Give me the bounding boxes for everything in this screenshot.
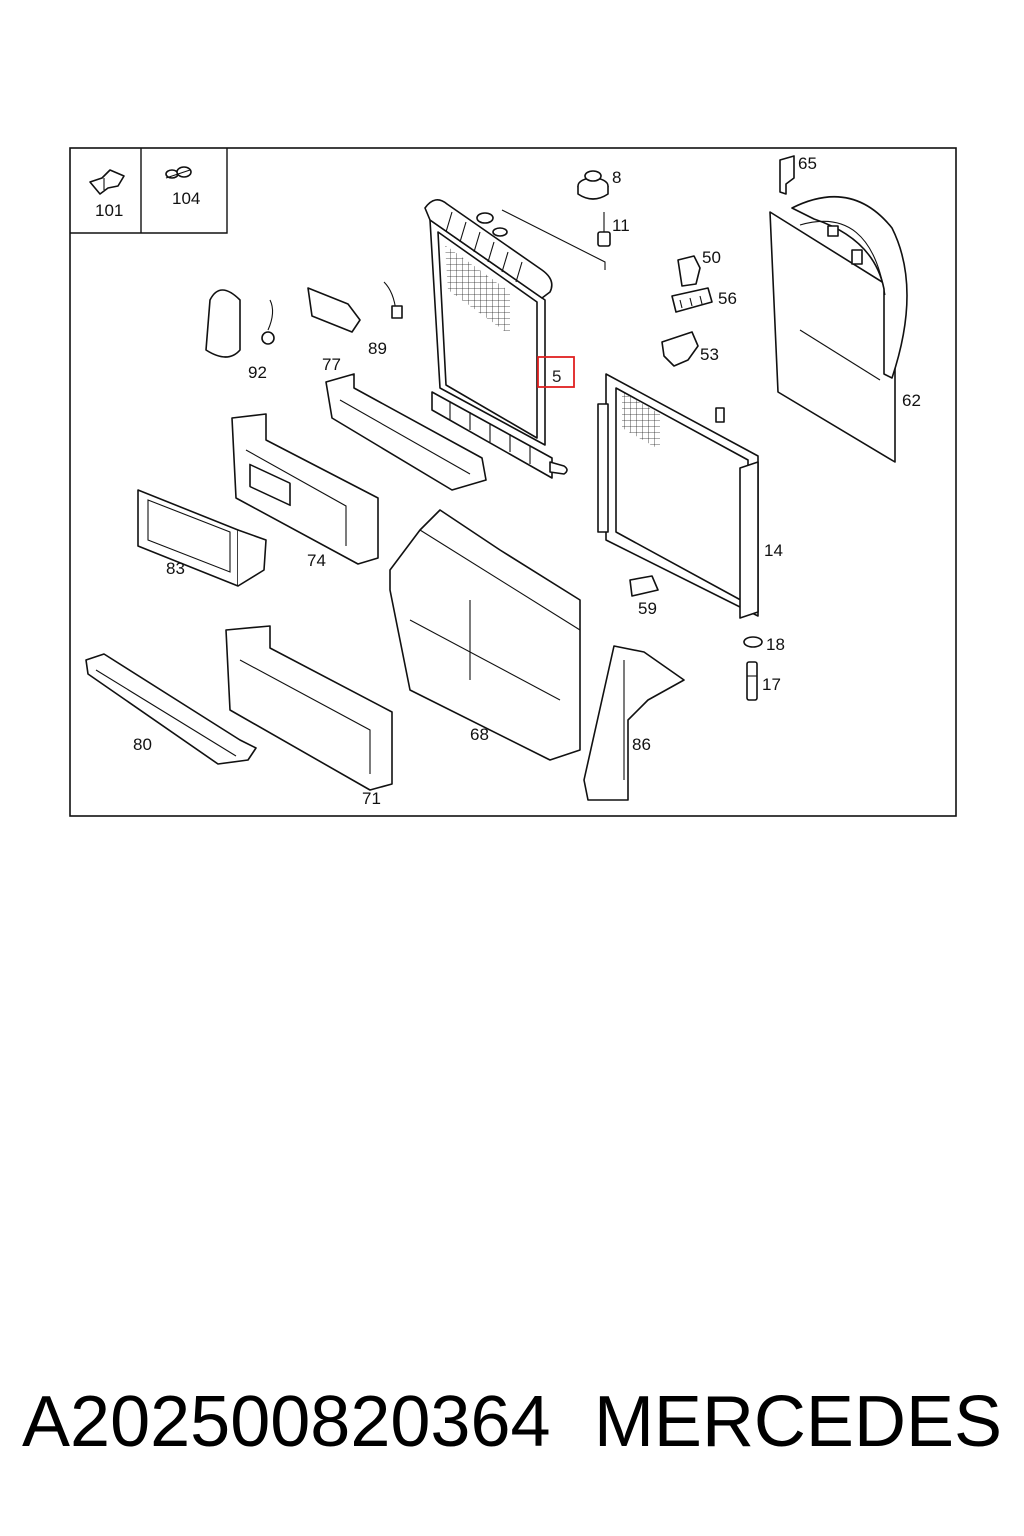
fan-shroud-part-62: [769, 196, 908, 463]
callout-8: 8: [612, 168, 621, 187]
inset-label-101: 101: [95, 201, 123, 220]
highlight-box-part-5: [537, 356, 575, 388]
callout-68: 68: [470, 725, 489, 744]
clip-part-56: [671, 287, 713, 313]
grille-frame-part-83: [137, 489, 267, 587]
sensor-part-11: [597, 212, 611, 247]
condenser-part-14: [597, 373, 759, 619]
washer-part-18: [743, 636, 763, 648]
callout-71: 71: [362, 789, 381, 808]
drain-plug-part-17: [746, 661, 758, 701]
diagram-frame: [69, 147, 957, 817]
shroud-part-68: [389, 509, 581, 761]
hose-part-92: [205, 289, 275, 358]
mount-part-59: [629, 575, 659, 597]
callout-56: 56: [718, 289, 737, 308]
air-duct-part-74: [231, 413, 379, 565]
callout-53: 53: [700, 345, 719, 364]
support-part-77: [325, 373, 487, 491]
callout-17: 17: [762, 675, 781, 694]
callout-59: 59: [638, 599, 657, 618]
callout-18: 18: [766, 635, 785, 654]
callout-74: 74: [307, 551, 326, 570]
callout-50: 50: [702, 248, 721, 267]
part-number-text: A202500820364: [22, 1382, 551, 1462]
callout-77: 77: [322, 355, 341, 374]
clip-104-icon: [165, 166, 192, 179]
callout-86: 86: [632, 735, 651, 754]
radiator-cap-part-8: [577, 170, 609, 200]
callout-62: 62: [902, 391, 921, 410]
callout-11: 11: [612, 216, 630, 235]
callout-5: 5: [552, 367, 561, 386]
callout-83: 83: [166, 559, 185, 578]
callout-80: 80: [133, 735, 152, 754]
side-panel-part-86: [583, 645, 685, 801]
clip-part-50: [677, 255, 701, 287]
brand-text: MERCEDES: [593, 1382, 1002, 1462]
support-part-80: [85, 653, 257, 765]
caption-bar: A202500820364 MERCEDES: [0, 1372, 1024, 1472]
duct-part-71: [225, 625, 393, 791]
fastener-inset: 101 104: [70, 148, 228, 234]
bracket-part-65: [779, 155, 795, 195]
clip-part-53: [661, 331, 699, 367]
callout-89: 89: [368, 339, 387, 358]
callout-14: 14: [764, 541, 783, 560]
hose-part-89: [307, 281, 403, 333]
callout-92: 92: [248, 363, 267, 382]
callout-65: 65: [798, 154, 817, 173]
inset-label-104: 104: [172, 189, 200, 208]
radiator-part-5: [424, 199, 606, 479]
clip-101-icon: [89, 169, 125, 195]
